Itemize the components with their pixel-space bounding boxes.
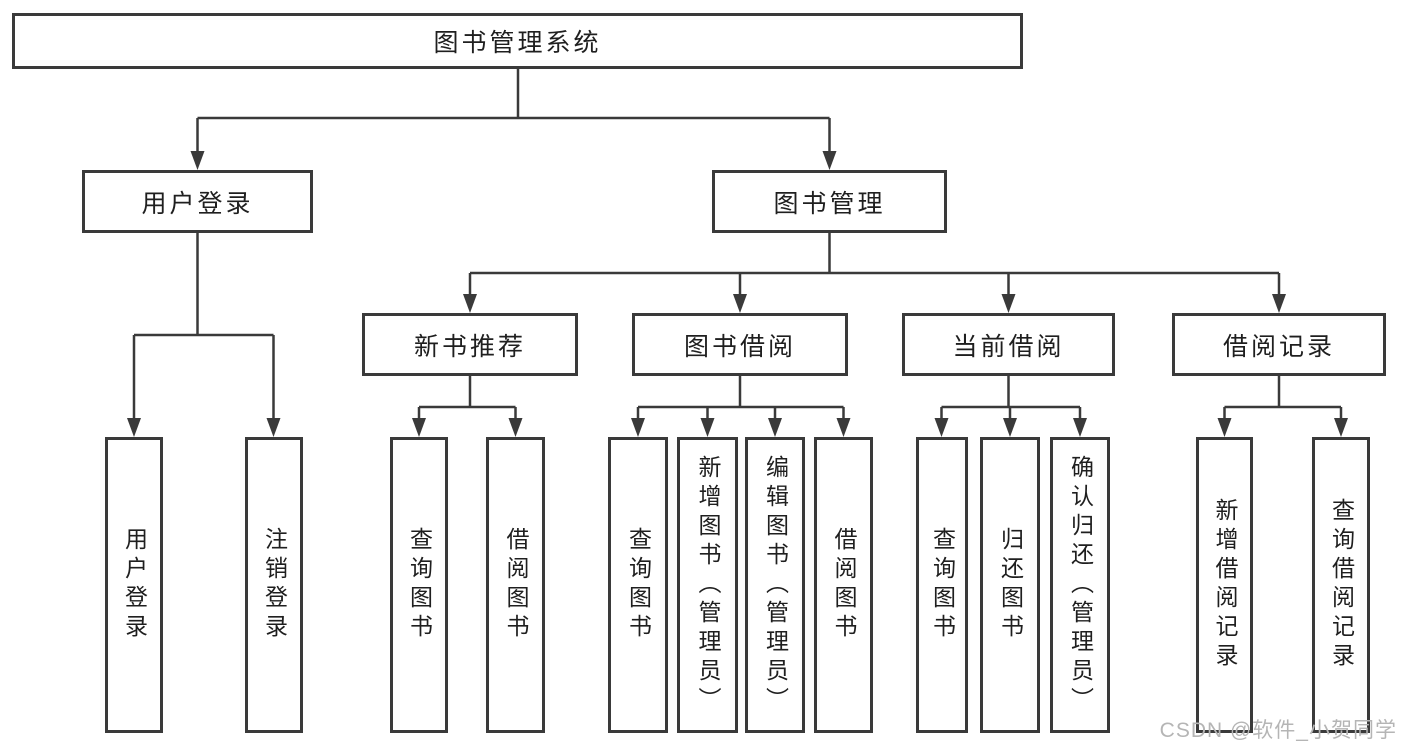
leaf-borrow-books: 借阅图书 <box>814 437 873 733</box>
node-label: 当前借阅 <box>952 332 1065 361</box>
node-current-borrow: 当前借阅 <box>902 313 1115 376</box>
leaf-edit-book-admin: 编辑图书（管理员） <box>745 437 805 733</box>
node-borrow-records: 借阅记录 <box>1172 313 1386 376</box>
leaf-label: 借阅图书 <box>831 527 857 643</box>
node-root-label: 图书管理系统 <box>433 29 602 57</box>
leaf-label: 归还图书 <box>997 527 1024 643</box>
leaf-label: 新增借阅记录 <box>1212 498 1238 672</box>
leaf-query-books-current: 查询图书 <box>916 437 968 733</box>
leaf-add-borrow-record: 新增借阅记录 <box>1196 437 1253 733</box>
node-label: 借阅记录 <box>1222 332 1335 361</box>
node-book-management: 图书管理 <box>712 170 947 233</box>
leaf-return-book: 归还图书 <box>980 437 1040 733</box>
leaf-label: 用户登录 <box>121 527 148 643</box>
leaf-query-borrow-record: 查询借阅记录 <box>1312 437 1370 733</box>
leaf-query-books-borrow: 查询图书 <box>608 437 668 733</box>
leaf-user-login: 用户登录 <box>105 437 163 733</box>
leaf-label: 查询图书 <box>929 527 956 643</box>
leaf-label: 查询图书 <box>406 527 433 643</box>
leaf-label: 借阅图书 <box>503 527 529 643</box>
node-root: 图书管理系统 <box>12 13 1023 69</box>
leaf-borrow-books-recommend: 借阅图书 <box>486 437 545 733</box>
node-new-book-recommend: 新书推荐 <box>362 313 578 376</box>
arrowheads <box>127 151 1348 437</box>
leaf-confirm-return-admin: 确认归还（管理员） <box>1050 437 1110 733</box>
leaf-add-book-admin: 新增图书（管理员） <box>677 437 738 733</box>
leaf-query-books-recommend: 查询图书 <box>390 437 448 733</box>
leaf-label: 确认归还（管理员） <box>1067 454 1094 716</box>
leaf-label: 编辑图书（管理员） <box>762 454 789 716</box>
node-label: 用户登录 <box>141 189 254 218</box>
leaf-label: 新增图书（管理员） <box>695 454 721 716</box>
leaf-label: 查询借阅记录 <box>1328 498 1355 672</box>
connector-shafts <box>132 69 1343 422</box>
leaf-label: 查询图书 <box>625 527 652 643</box>
leaf-logout: 注销登录 <box>245 437 303 733</box>
node-book-borrow: 图书借阅 <box>632 313 848 376</box>
csdn-watermark: CSDN @软件_小贺同学 <box>1159 719 1397 742</box>
node-label: 图书管理 <box>773 189 886 218</box>
node-label: 图书借阅 <box>683 332 796 361</box>
node-user-login-branch: 用户登录 <box>82 170 313 233</box>
leaf-label: 注销登录 <box>261 527 288 643</box>
node-label: 新书推荐 <box>413 332 526 361</box>
